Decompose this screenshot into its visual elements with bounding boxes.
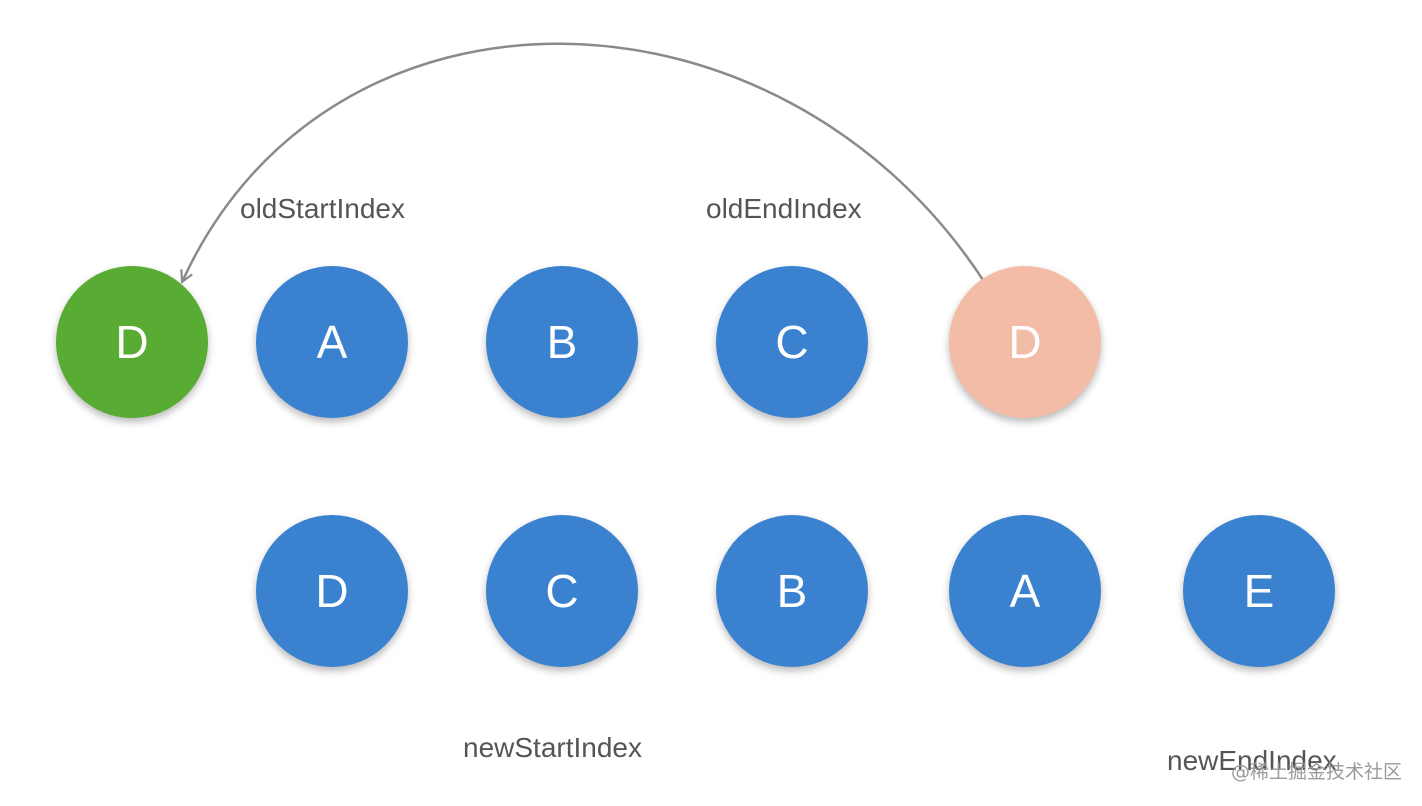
- new-node-label: E: [1243, 565, 1275, 617]
- watermark: @稀土掘金技术社区: [1230, 761, 1402, 783]
- new-node: C: [486, 515, 638, 667]
- old-node: A: [256, 266, 408, 418]
- new-node-label: A: [1009, 565, 1041, 617]
- old-end-index-label: oldEndIndex: [706, 193, 862, 224]
- new-node: D: [256, 515, 408, 667]
- old-node-label: D: [115, 316, 149, 368]
- old-node-label: D: [1008, 316, 1042, 368]
- old-node-label: B: [546, 316, 578, 368]
- old-node-moved: D: [56, 266, 208, 418]
- new-node-label: C: [545, 565, 579, 617]
- new-node-label: B: [776, 565, 808, 617]
- move-arrow: [183, 42, 985, 280]
- new-node: E: [1183, 515, 1335, 667]
- old-start-index-label: oldStartIndex: [240, 193, 405, 224]
- new-node-label: D: [315, 565, 349, 617]
- old-node: C: [716, 266, 868, 418]
- new-start-index-label: newStartIndex: [463, 732, 642, 763]
- new-node: A: [949, 515, 1101, 667]
- old-node: B: [486, 266, 638, 418]
- old-node-label: C: [775, 316, 809, 368]
- old-node-original: D: [949, 266, 1101, 418]
- old-node-label: A: [316, 316, 348, 368]
- new-end-index-label: newEndIndex: [1167, 745, 1337, 776]
- new-node: B: [716, 515, 868, 667]
